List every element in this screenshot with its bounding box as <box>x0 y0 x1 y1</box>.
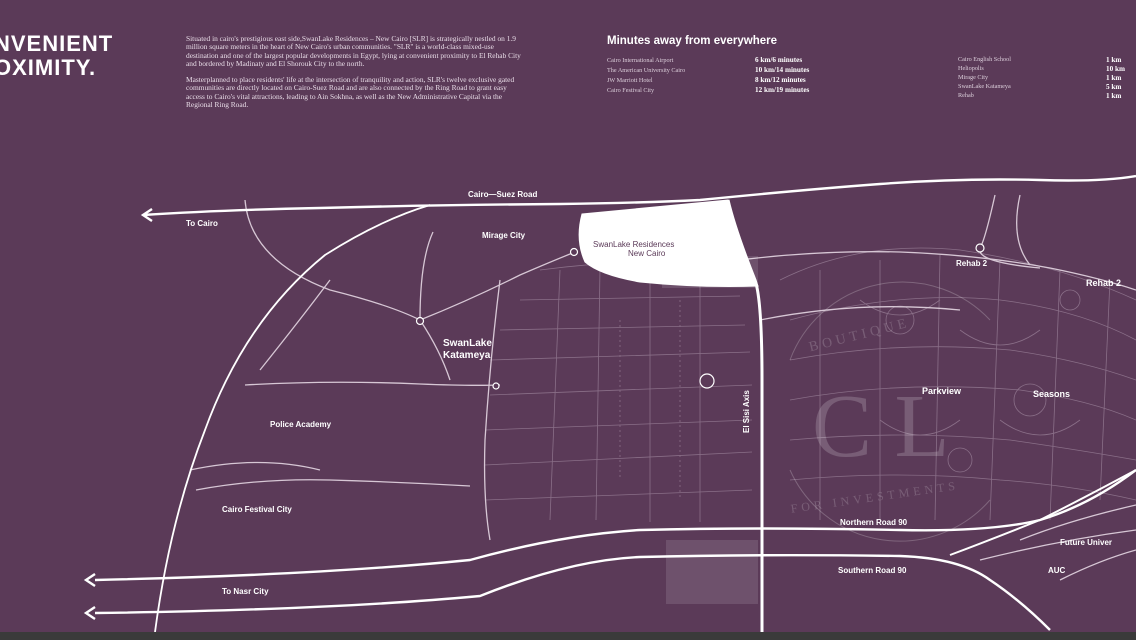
distance-time: 1 km <box>1106 73 1122 82</box>
rehab-2-label-a: Rehab 2 <box>956 259 988 268</box>
watermark-letters: C L <box>812 377 950 476</box>
bottom-border <box>0 632 1136 640</box>
overlay-block-lower <box>666 540 758 604</box>
heading-line-2: OXIMITY. <box>0 55 97 80</box>
police-academy-label: Police Academy <box>270 420 332 429</box>
distance-time: 12 km/19 minutes <box>755 86 810 94</box>
swanlake-residences-label: SwanLake Residences <box>593 240 675 249</box>
northern-road-90-line <box>94 469 1136 582</box>
cairo-suez-road-line <box>142 174 1136 217</box>
distance-place: JW Marriott Hotel <box>607 76 653 84</box>
heading-line-1: NVENIENT <box>0 31 114 56</box>
distance-place: Mirage City <box>958 74 989 81</box>
distance-table-left: Cairo International Airport 6 km/6 minute… <box>607 55 809 95</box>
distance-place: Rehab <box>958 92 974 99</box>
distance-row: Cairo English School 1 km <box>958 55 1121 64</box>
distance-time: 1 km <box>1106 91 1122 100</box>
street-network <box>484 247 1136 522</box>
to-nasr-city-arrow-upper <box>83 573 96 587</box>
distance-place: SwanLake Katameya <box>958 83 1011 90</box>
swanlake-label: SwanLake <box>443 338 492 349</box>
distance-time: 1 km <box>1106 55 1122 64</box>
distance-table-right: Cairo English School 1 km Heliopolis 10 km… <box>958 55 1125 100</box>
distance-row: Mirage City 1 km <box>958 73 1121 82</box>
distance-time: 8 km/12 minutes <box>755 76 806 84</box>
to-cairo-label: To Cairo <box>186 219 218 228</box>
distance-row: JW Marriott Hotel 8 km/12 minutes <box>607 75 806 85</box>
intro-paragraph-1: Situated in cairo's prestigious east sid… <box>186 34 521 68</box>
rehab-2-label-b: Rehab 2 <box>1086 278 1122 288</box>
intro-paragraph-2: Masterplanned to place residents' life a… <box>186 75 515 110</box>
auc-label: AUC <box>1048 566 1066 575</box>
mirage-city-label: Mirage City <box>482 231 526 240</box>
seasons-label: Seasons <box>1033 389 1071 399</box>
cairo-festival-city-label: Cairo Festival City <box>222 505 292 514</box>
distance-time: 6 km/6 minutes <box>755 56 803 64</box>
distance-row: SwanLake Katameya 5 km <box>958 82 1121 91</box>
katameya-label: Katameya <box>443 350 491 361</box>
distance-place: Heliopolis <box>958 65 984 72</box>
southern-road-90-label: Southern Road 90 <box>838 566 907 575</box>
distance-row: Cairo International Airport 6 km/6 minute… <box>607 55 802 65</box>
el-sisi-axis-line <box>726 199 764 640</box>
secondary-roads <box>189 194 1136 581</box>
to-nasr-city-arrow-lower <box>83 606 96 620</box>
to-cairo-arrow <box>140 208 153 222</box>
page-heading: NVENIENT OXIMITY. <box>0 32 113 80</box>
parkview-label: Parkview <box>922 386 962 396</box>
el-sisi-axis-label: El Sisi Axis <box>742 390 751 433</box>
distance-place: Cairo Festival City <box>607 86 655 94</box>
future-university-label: Future Univer <box>1060 538 1113 547</box>
distance-place: Cairo English School <box>958 56 1011 63</box>
distance-time: 10 km/14 minutes <box>755 66 810 74</box>
southern-road-90-line <box>94 554 1051 631</box>
distance-time: 5 km <box>1106 82 1122 91</box>
cairo-suez-road-label: Cairo—Suez Road <box>468 190 538 199</box>
distance-row: Rehab 1 km <box>958 91 1121 100</box>
distance-time: 10 km <box>1106 64 1125 73</box>
minutes-title: Minutes away from everywhere <box>607 35 778 47</box>
distance-row: Heliopolis 10 km <box>958 64 1125 73</box>
distance-place: The American University Cairo <box>607 66 686 74</box>
northern-road-90-label: Northern Road 90 <box>840 518 908 527</box>
distance-place: Cairo International Airport <box>607 56 674 64</box>
distance-row: Cairo Festival City 12 km/19 minutes <box>607 85 809 95</box>
overlay-block-upper <box>662 256 758 288</box>
intro-text: Situated in cairo's prestigious east sid… <box>186 34 526 117</box>
new-cairo-label: New Cairo <box>628 249 666 258</box>
watermark-logo <box>789 281 991 542</box>
to-nasr-city-label: To Nasr City <box>222 587 269 596</box>
distance-row: The American University Cairo 10 km/14 mi… <box>607 65 809 75</box>
roundabouts <box>415 243 985 390</box>
western-boundary-road <box>154 204 431 633</box>
